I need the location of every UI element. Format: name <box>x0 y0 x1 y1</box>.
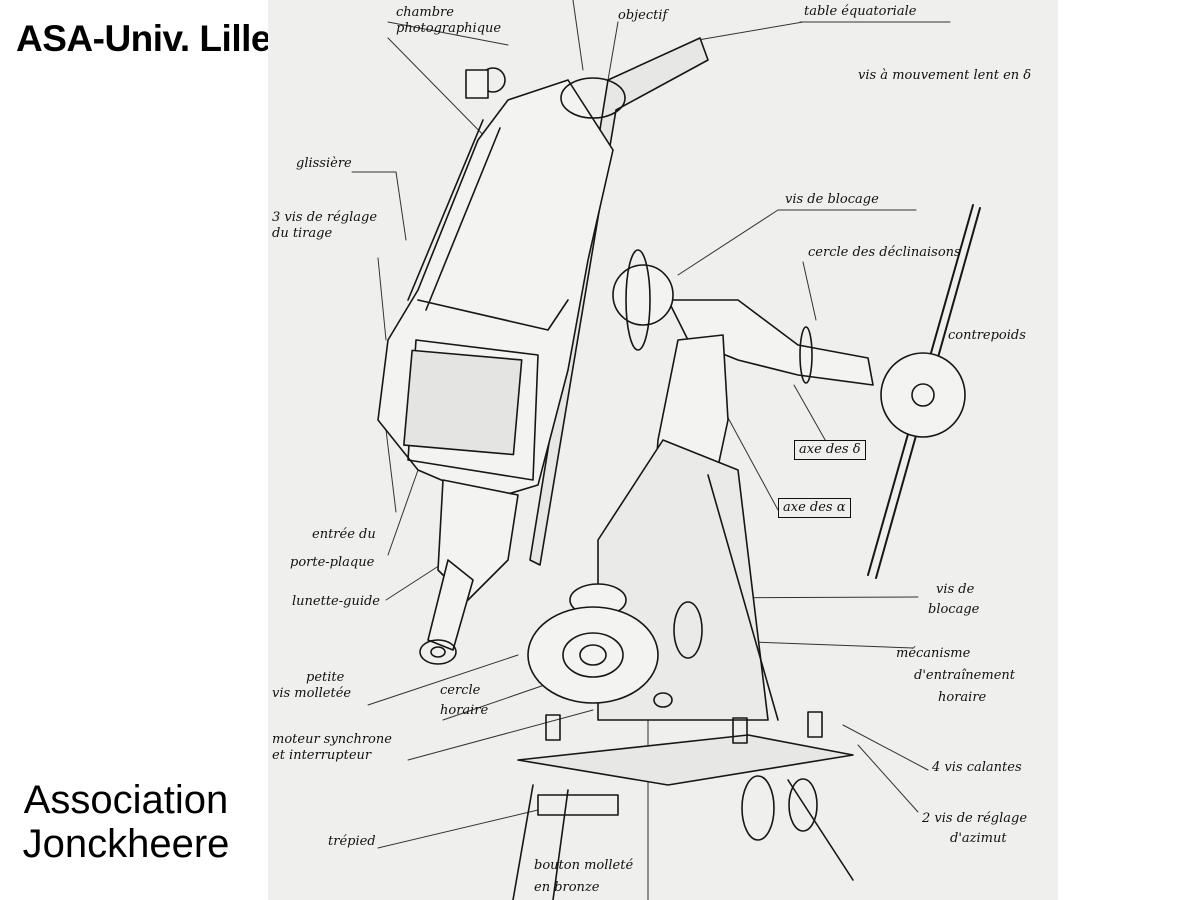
label-vis-calantes: 4 vis calantes <box>932 760 1022 775</box>
label-table-equatoriale: table équatoriale <box>804 4 917 19</box>
photographic-camera <box>378 68 625 500</box>
guide-scope <box>420 480 518 664</box>
label-petite-line2: vis molletée <box>272 686 352 701</box>
label-mecanisme-line3: horaire <box>938 690 987 705</box>
organization-line-1: Association <box>23 778 229 822</box>
label-moteur-line2: et interrupteur <box>272 748 372 763</box>
label-mecanisme: mécanisme d'entraînement horaire <box>896 646 1015 706</box>
label-vis-azimut: 2 vis de réglage d'azimut <box>922 811 1027 847</box>
label-bouton-line1: bouton molleté <box>534 858 634 873</box>
label-cercle-horaire: cercle horaire <box>440 683 488 719</box>
label-moteur-synchrone: moteur synchrone et interrupteur <box>272 732 392 764</box>
label-vis-reglage-tirage: 3 vis de réglage du tirage <box>272 210 377 242</box>
label-glissiere: glissière <box>296 156 352 171</box>
label-trepied: trépied <box>328 834 376 849</box>
label-mecanisme-line1: mécanisme <box>896 646 971 661</box>
label-chambre: chambre photographique <box>396 5 501 37</box>
label-moteur-line1: moteur synchrone <box>272 732 392 747</box>
declination-assembly <box>613 205 980 578</box>
label-bouton-molleté: bouton molleté en bronze <box>534 858 633 896</box>
organization-name: Association Jonckheere <box>18 778 234 866</box>
label-entree-porte-plaque: entrée du porte-plaque <box>290 527 376 571</box>
base-plate <box>518 712 853 840</box>
label-contrepoids: contrepoids <box>948 328 1026 343</box>
label-entree-line1: entrée du <box>312 527 376 542</box>
label-bouton-line2: en bronze <box>534 880 600 895</box>
label-vis-blocage-2: vis de blocage <box>928 582 979 618</box>
label-entree-line2: porte-plaque <box>290 555 375 570</box>
organization-line-2: Jonckheere <box>22 822 230 866</box>
label-lunette-guide: lunette-guide <box>292 594 380 609</box>
label-objectif: objectif <box>618 8 668 23</box>
label-axe-alpha: axe des α <box>778 498 851 518</box>
drawing-sheet: chambre photographique objectif table éq… <box>268 0 1058 900</box>
label-vis-blocage2-line1: vis de <box>936 582 975 597</box>
telescope-drawing <box>268 0 1058 900</box>
equatorial-table <box>530 38 708 565</box>
label-reglage-line2: du tirage <box>272 226 333 241</box>
label-reglage-line1: 3 vis de réglage <box>272 210 378 225</box>
label-mecanisme-line2: d'entraînement <box>914 668 1015 683</box>
label-vis-blocage2-line2: blocage <box>928 602 980 617</box>
label-axe-delta: axe des δ <box>794 440 866 460</box>
label-vis-blocage-top: vis de blocage <box>785 192 879 207</box>
label-cercle-line2: horaire <box>440 703 489 718</box>
drive-mechanism <box>528 584 702 707</box>
label-cercle-line1: cercle <box>440 683 481 698</box>
label-chambre-line2: photographique <box>396 21 502 36</box>
title: ASA-Univ. Lille 1 <box>16 18 301 59</box>
label-petite-vis: petite vis molletée <box>272 670 351 702</box>
label-vis-mouvement-lent: vis à mouvement lent en δ <box>858 68 1032 83</box>
label-azimut-line2: d'azimut <box>950 831 1007 846</box>
label-azimut-line1: 2 vis de réglage <box>922 811 1028 826</box>
label-cercle-declinaisons: cercle des déclinaisons <box>808 245 961 260</box>
tripod <box>513 780 853 900</box>
label-petite-line1: petite <box>306 670 345 685</box>
label-chambre-line1: chambre <box>396 5 454 20</box>
